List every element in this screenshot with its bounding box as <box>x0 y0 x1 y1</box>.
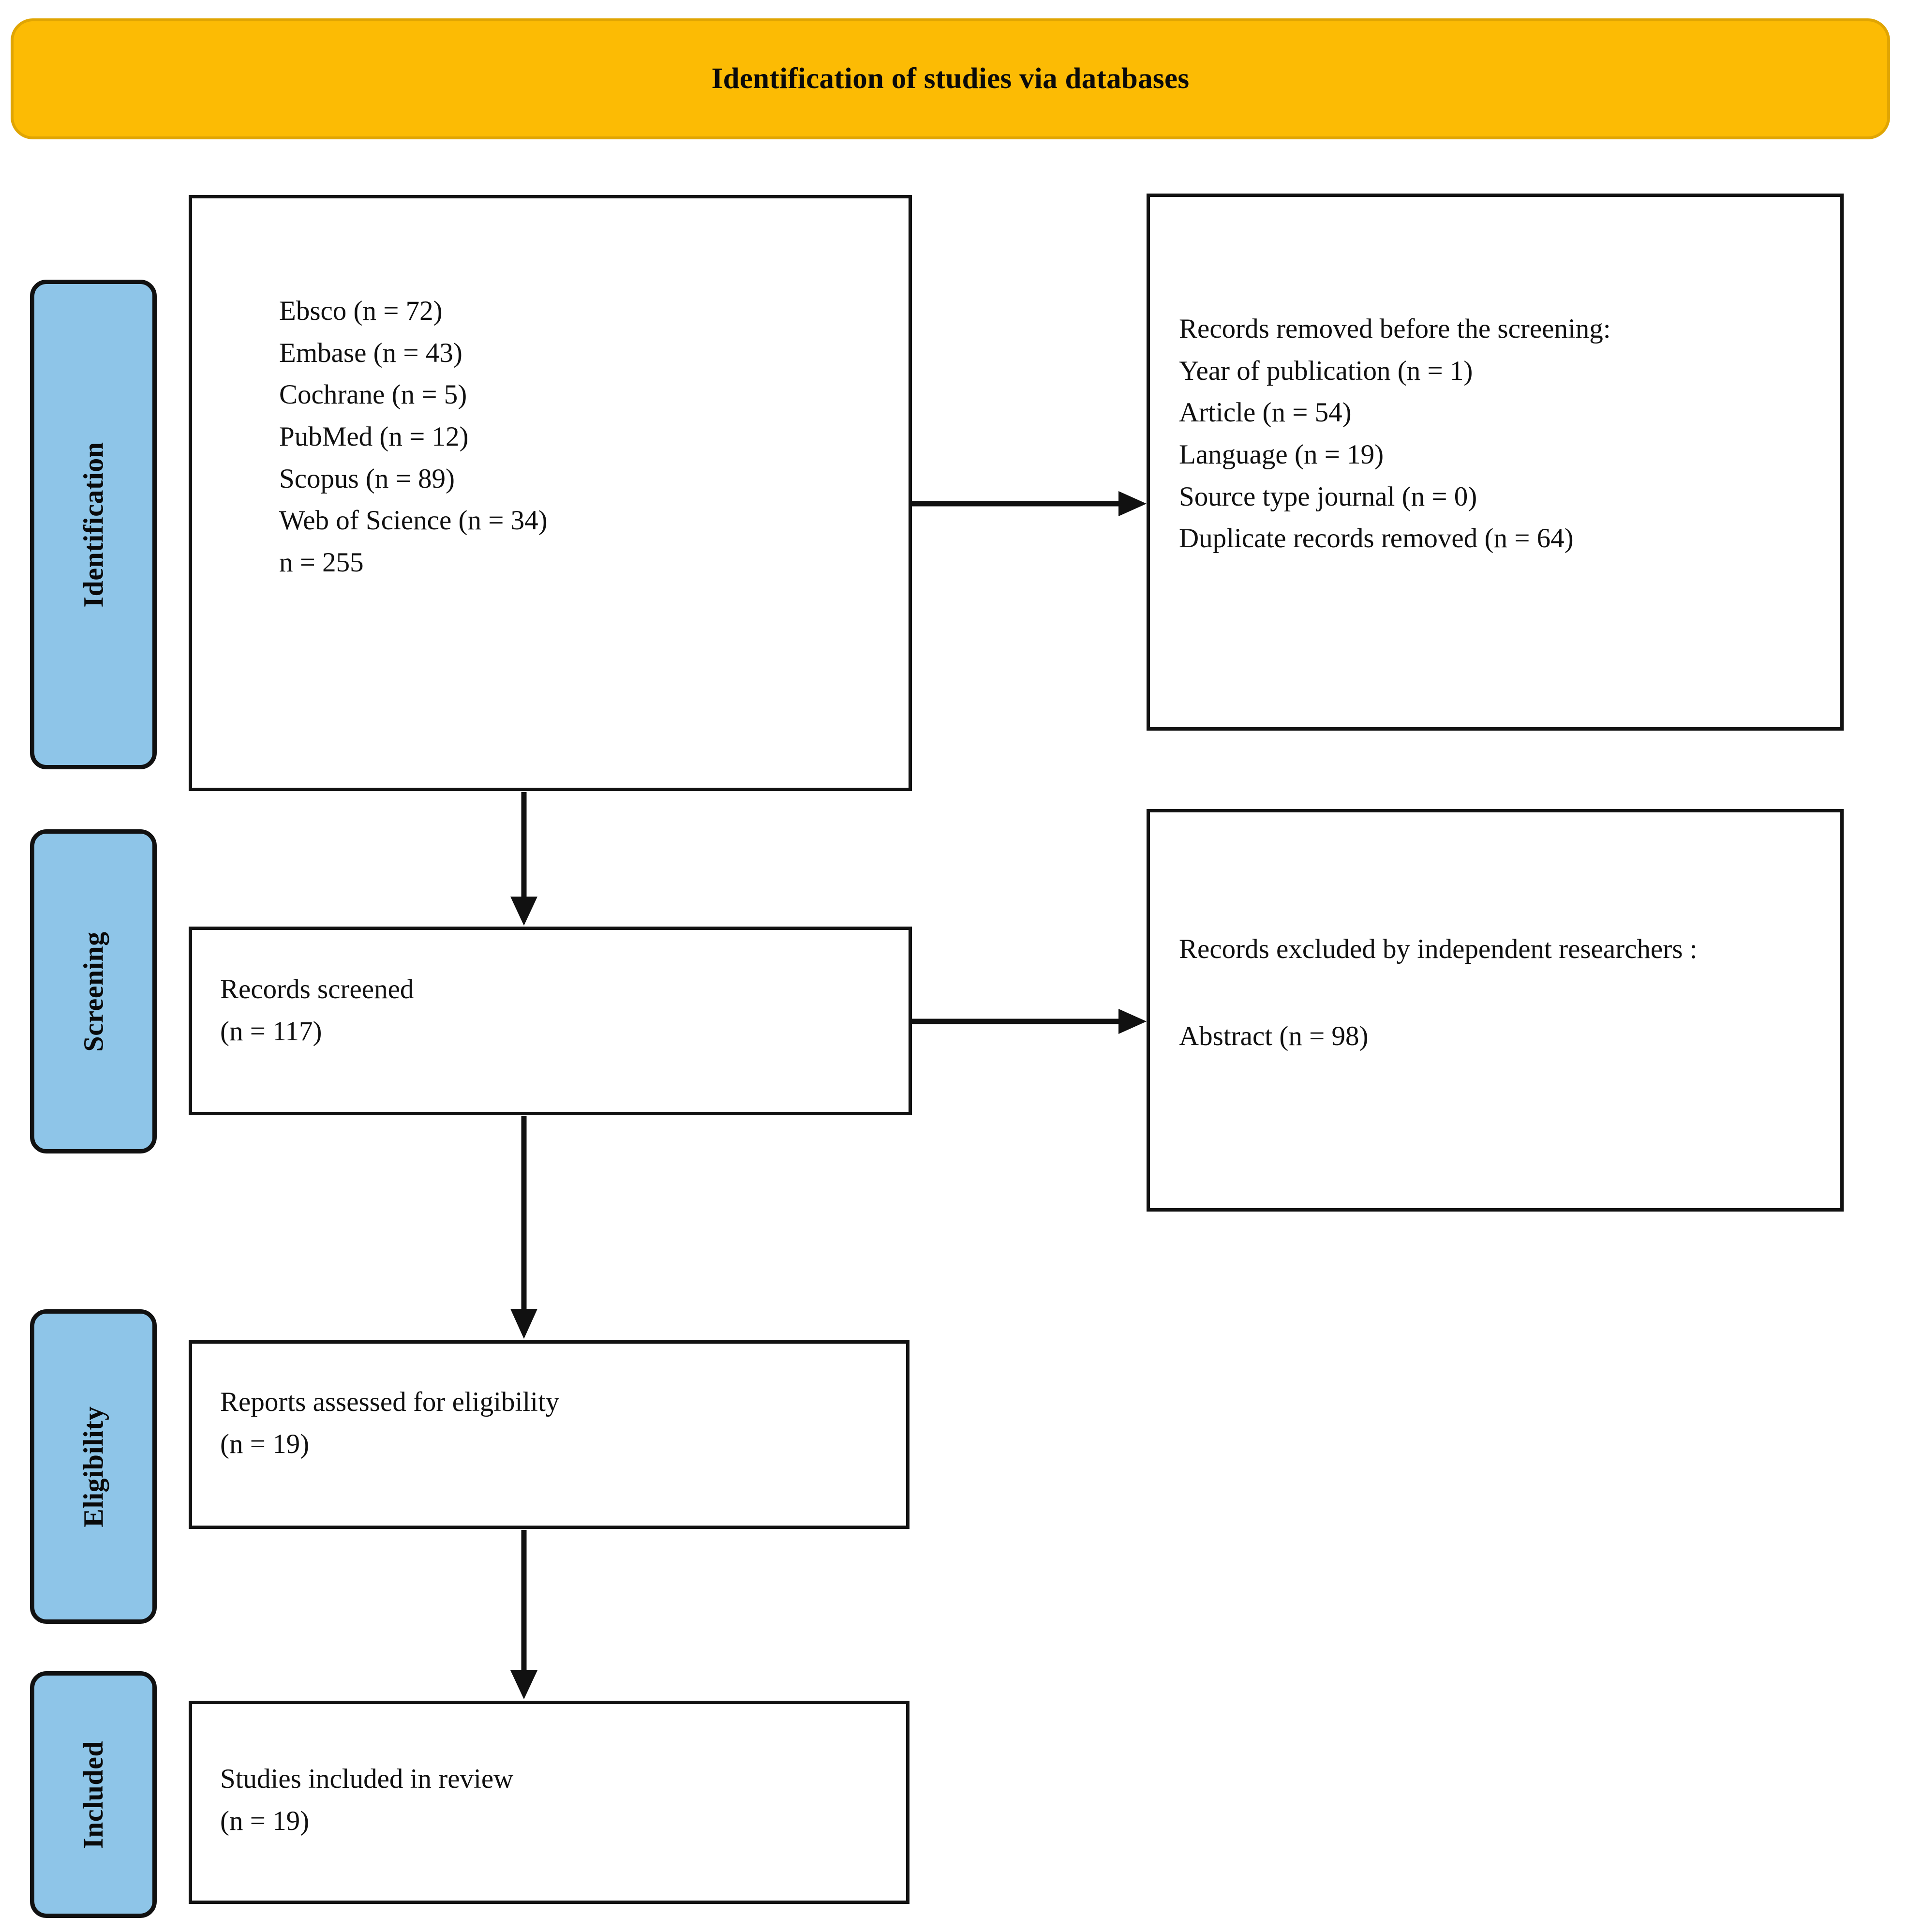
box-records-removed: Records removed before the screening: Ye… <box>1147 194 1844 731</box>
box-records-identified-text: Ebsco (n = 72) Embase (n = 43) Cochrane … <box>279 296 548 578</box>
box-records-identified: Ebsco (n = 72) Embase (n = 43) Cochrane … <box>189 195 912 791</box>
box-records-screened: Records screened (n = 117) <box>189 927 912 1115</box>
box-records-excluded: Records excluded by independent research… <box>1147 809 1844 1212</box>
arrow-identified-to-removed <box>909 486 1151 521</box>
phase-label-eligibility: Eligibility <box>30 1309 157 1624</box>
phase-label-identification: Identification <box>30 280 157 769</box>
box-records-excluded-heading: Records excluded by independent research… <box>1179 934 1698 964</box>
diagram-header-banner: Identification of studies via databases <box>11 18 1890 139</box>
box-studies-included-text: Studies included in review (n = 19) <box>220 1764 514 1836</box>
phase-label-included: Included <box>30 1671 157 1918</box>
phase-label-screening-text: Screening <box>77 931 109 1052</box>
phase-label-identification-text: Identification <box>77 441 109 608</box>
phase-label-eligibility-text: Eligibility <box>77 1406 109 1528</box>
box-reports-assessed: Reports assessed for eligibility (n = 19… <box>189 1340 909 1529</box>
box-reports-assessed-text: Reports assessed for eligibility (n = 19… <box>220 1387 560 1459</box>
box-records-excluded-detail: Abstract (n = 98) <box>1179 1021 1369 1051</box>
arrow-assessed-to-included <box>507 1529 541 1703</box>
box-studies-included: Studies included in review (n = 19) <box>189 1701 909 1904</box>
arrow-screened-to-excluded <box>909 1004 1151 1039</box>
arrow-identified-to-screened <box>507 791 541 929</box>
page-title: Identification of studies via databases <box>711 62 1190 95</box>
box-records-screened-text: Records screened (n = 117) <box>220 974 414 1047</box>
box-records-removed-text: Records removed before the screening: Ye… <box>1179 314 1611 554</box>
phase-label-included-text: Included <box>77 1740 109 1849</box>
phase-label-screening: Screening <box>30 829 157 1153</box>
arrow-screened-to-assessed <box>507 1115 541 1343</box>
